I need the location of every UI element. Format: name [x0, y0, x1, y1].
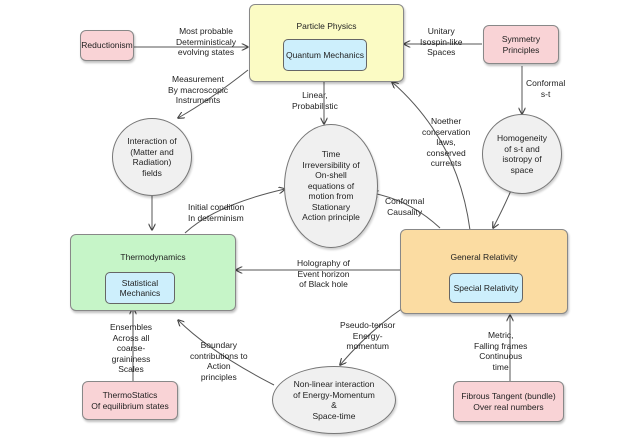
quantum-mechanics-box[interactable]: Quantum Mechanics [283, 39, 367, 71]
edge-gr-time [372, 193, 441, 229]
interaction-fields-ellipse[interactable]: Interaction of (Matter and Radiation) fi… [112, 118, 192, 196]
statistical-mechanics-box[interactable]: Statistical Mechanics [105, 272, 175, 304]
particle-physics-title: Particle Physics [296, 21, 357, 31]
nonlinear-interaction-ellipse[interactable]: Non-linear interaction of Energy-Momentu… [272, 366, 396, 434]
edge-nonlinear-thermo [178, 320, 275, 386]
thermostatics-box[interactable]: ThermoStatics Of equilibrium states [82, 381, 178, 420]
edge-thermo-time [184, 189, 285, 234]
symmetry-principles-box[interactable]: Symmetry Principles [483, 25, 559, 64]
label-initial-condition: Initial condition In determinism [188, 202, 245, 223]
label-pseudo-tensor: Pseudo-tensor Energy- momentum [340, 320, 396, 351]
label-holography: Holography of Event horizon of Black hol… [297, 258, 350, 289]
label-conformal-causality: Conformal Causality [385, 196, 425, 217]
time-irreversibility-ellipse[interactable]: Time Irreversibility of On-shell equatio… [284, 124, 378, 248]
reductionism-box[interactable]: Reductionism [80, 30, 134, 61]
edge-homogeneity-gr [493, 187, 513, 228]
homogeneity-label: Homogeneity of s-t and isotropy of space [496, 133, 548, 175]
interaction-fields-label: Interaction of (Matter and Radiation) fi… [127, 136, 177, 178]
label-most-probable: Most probable Deterministicaly evolving … [176, 26, 236, 57]
label-metric: Metric, Falling frames Continuous time [474, 330, 528, 372]
edge-gr-nonlinear [340, 307, 404, 365]
thermodynamics-box[interactable]: Thermodynamics Statistical Mechanics [70, 234, 236, 311]
label-conformal-st: Conformal s-t [526, 78, 566, 99]
label-boundary: Boundary contributions to Action princip… [190, 340, 248, 382]
time-irreversibility-label: Time Irreversibility of On-shell equatio… [302, 149, 360, 223]
label-unitary: Unitary Isospin-like Spaces [420, 26, 463, 57]
thermodynamics-title: Thermodynamics [120, 252, 186, 262]
general-relativity-box[interactable]: General Relativity Special Relativity [400, 229, 568, 314]
nonlinear-interaction-label: Non-linear interaction of Energy-Momentu… [293, 379, 375, 421]
edge-gr-particle [392, 82, 471, 231]
particle-physics-box[interactable]: Particle Physics Quantum Mechanics [249, 4, 404, 82]
general-relativity-title: General Relativity [450, 252, 518, 262]
label-linear-probabilistic: Linear, Probabilistic [292, 90, 338, 111]
homogeneity-ellipse[interactable]: Homogeneity of s-t and isotropy of space [482, 114, 562, 194]
label-noether: Noether conservation laws, conserved cur… [422, 116, 471, 168]
fibrous-tangent-box[interactable]: Fibrous Tangent (bundle) Over real numbe… [453, 381, 564, 422]
edge-particle-interaction [178, 69, 249, 118]
label-measurement: Measurement By macroscopic Instruments [168, 74, 228, 105]
special-relativity-box[interactable]: Special Relativity [449, 273, 523, 303]
label-ensembles: Ensembles Across all coarse- graininess … [110, 322, 153, 374]
